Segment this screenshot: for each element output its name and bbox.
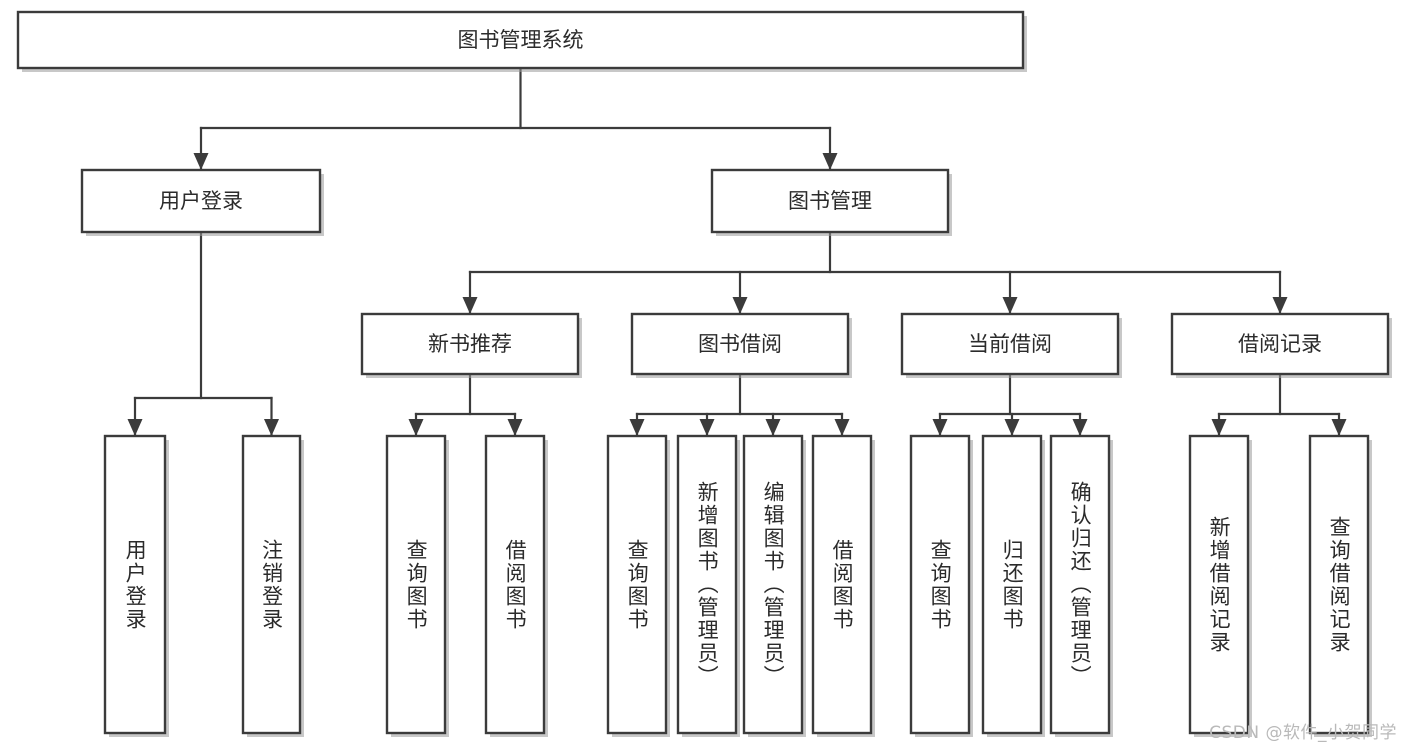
arrow-head-icon-l3-1-1 xyxy=(699,419,715,436)
node-leaf-11[interactable] xyxy=(1188,434,1250,735)
node-leaf-12[interactable] xyxy=(1308,434,1370,735)
arrow-head-icon-userlogin-0 xyxy=(127,419,143,436)
arrow-head-icon-l3-3-0 xyxy=(1211,419,1227,436)
watermark-text: CSDN @软件_小贺同学 xyxy=(1209,723,1397,743)
node-label: 用户登录 xyxy=(159,189,243,213)
arrow-head-icon-l3-1-2 xyxy=(765,419,781,436)
arrow-head-icon-bookmgmt-3 xyxy=(1272,297,1288,314)
node-root-book-management-system[interactable] xyxy=(16,10,1025,70)
arrow-head-icon-l3-0-1 xyxy=(507,419,523,436)
arrow-head-icon-l3-0-0 xyxy=(408,419,424,436)
arrow-head-icon-bookmgmt-0 xyxy=(462,297,478,314)
node-leaf-5[interactable] xyxy=(676,434,738,735)
node-label: 当前借阅 xyxy=(968,332,1052,356)
node-label: 图书管理系统 xyxy=(458,28,584,52)
node-leaf-9[interactable] xyxy=(981,434,1043,735)
arrow-head-icon-bookmgmt-2 xyxy=(1002,297,1018,314)
node-level2-1[interactable] xyxy=(710,168,950,234)
arrow-head-icon-l3-1-3 xyxy=(834,419,850,436)
node-level3-3[interactable] xyxy=(1170,312,1390,376)
arrow-head-icon-userlogin-1 xyxy=(264,419,279,436)
node-label: 借阅记录 xyxy=(1238,332,1322,356)
arrow-head-icon-l3-2-1 xyxy=(1004,419,1020,436)
node-leaf-3[interactable] xyxy=(484,434,546,735)
arrow-head-icon-l3-3-1 xyxy=(1331,419,1347,436)
node-label: 新书推荐 xyxy=(428,332,512,356)
arrow-head-icon-l3-1-0 xyxy=(629,419,645,436)
node-leaf-2[interactable] xyxy=(385,434,447,735)
arrow-head-icon-l3-2-0 xyxy=(932,419,948,436)
node-leaf-1[interactable] xyxy=(241,434,302,735)
arrow-head-icon-root-0 xyxy=(193,153,209,170)
node-level2-0[interactable] xyxy=(80,168,322,234)
node-leaf-8[interactable] xyxy=(909,434,971,735)
node-level3-2[interactable] xyxy=(900,312,1120,376)
node-leaf-0[interactable] xyxy=(103,434,167,735)
node-level3-0[interactable] xyxy=(360,312,580,376)
node-leaf-10[interactable] xyxy=(1049,434,1111,735)
arrow-head-icon-root-1 xyxy=(822,153,838,170)
node-leaf-7[interactable] xyxy=(811,434,873,735)
node-label: 图书借阅 xyxy=(698,332,782,356)
node-level3-1[interactable] xyxy=(630,312,850,376)
node-leaf-4[interactable] xyxy=(606,434,668,735)
node-leaf-6[interactable] xyxy=(742,434,804,735)
node-label: 图书管理 xyxy=(788,189,872,213)
arrow-head-icon-l3-2-2 xyxy=(1072,419,1088,436)
arrow-head-icon-bookmgmt-1 xyxy=(732,297,748,314)
